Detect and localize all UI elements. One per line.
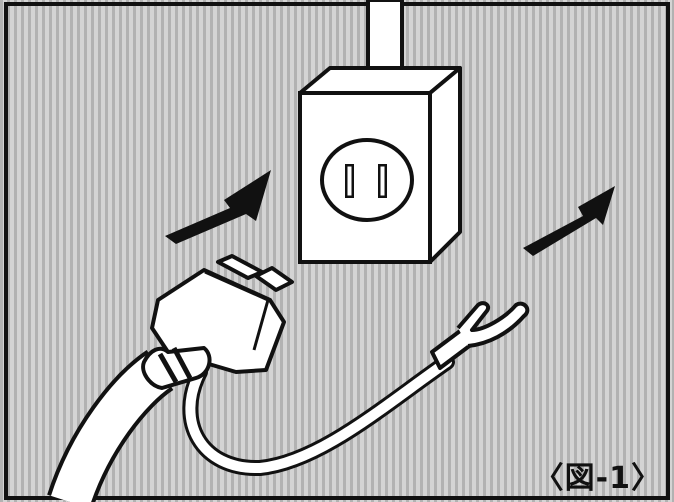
figure-caption: 〈図-1〉 — [534, 464, 662, 494]
wall-outlet-icon — [300, 68, 460, 262]
